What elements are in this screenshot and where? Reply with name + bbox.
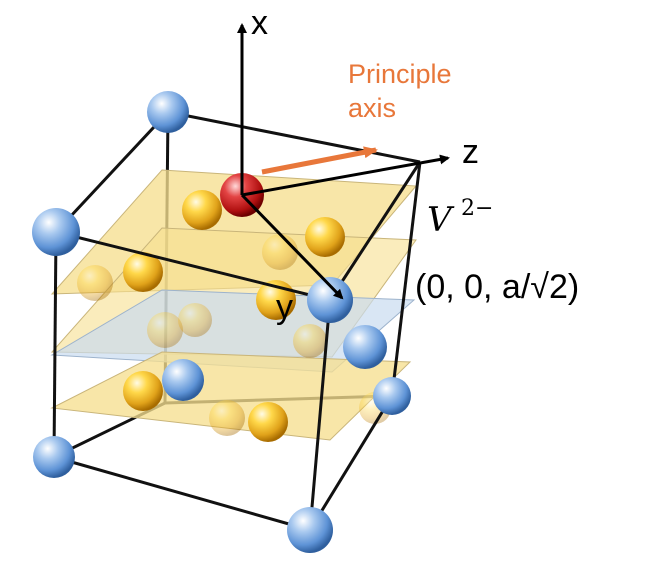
principle-label-line2: axis [348,93,397,123]
corner-atom [373,377,411,415]
gold-atom [248,402,288,442]
gold-atom-faded [209,400,245,436]
vacancy-position: (0, 0, a/√2) [415,268,580,306]
gold-atom [305,217,345,257]
y-axis-label: y [276,288,293,326]
gold-atoms [77,190,391,442]
corner-atom [147,91,189,133]
principle-axis-label: Principle axis [348,57,452,125]
gold-atom-faded [293,324,327,358]
gold-atom-faded [77,265,113,301]
corner-atom [307,277,353,323]
y-axis-arrow [240,193,344,300]
blue-atom [162,359,204,401]
principle-label-line1: Principle [348,59,452,89]
gold-atom-faded [147,312,183,348]
z-axis-arrow [241,154,450,197]
corner-atom [343,325,387,369]
principle-axis-arrow [261,146,378,175]
gold-atom [182,190,222,230]
gold-atom-faded [178,303,212,337]
vacancy-charge: 2− [461,196,494,221]
vacancy-symbol: V [427,200,452,240]
z-axis-label: z [462,133,479,171]
x-axis-label: x [251,4,268,42]
corner-atoms [32,91,411,553]
axes [237,23,450,300]
corner-atom [32,208,80,256]
gold-atom [123,252,163,292]
corner-atom [287,507,333,553]
cube-front-edges [52,161,422,532]
corner-atom [33,436,75,478]
gold-atom [123,371,163,411]
gold-atom-faded [262,234,298,270]
